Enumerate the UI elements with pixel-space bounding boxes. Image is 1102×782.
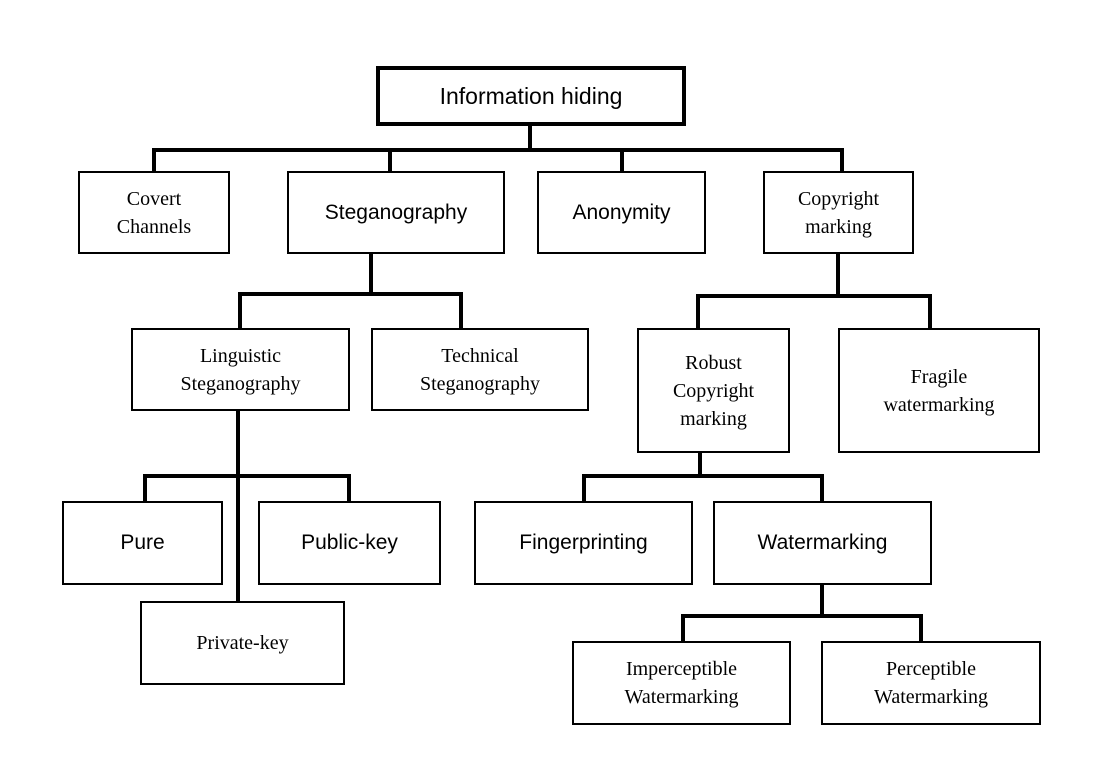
connector-steganography (238, 251, 463, 332)
connector-root (152, 124, 844, 174)
node-imperceptible-watermarking: Imperceptible Watermarking (572, 641, 791, 725)
node-anonymity: Anonymity (537, 171, 706, 254)
node-robust-copyright-marking: Robust Copyright marking (637, 328, 790, 453)
node-copyright-marking: Copyright marking (763, 171, 914, 254)
node-technical-steganography: Technical Steganography (371, 328, 589, 411)
node-information-hiding: Information hiding (376, 66, 686, 126)
node-covert-channels: Covert Channels (78, 171, 230, 254)
node-fragile-watermarking: Fragile watermarking (838, 328, 1040, 453)
node-fingerprinting: Fingerprinting (474, 501, 693, 585)
node-linguistic-steganography: Linguistic Steganography (131, 328, 350, 411)
node-steganography: Steganography (287, 171, 505, 254)
connector-linguistic (143, 408, 351, 605)
connector-copyright-marking (696, 251, 932, 332)
node-public-key: Public-key (258, 501, 441, 585)
node-perceptible-watermarking: Perceptible Watermarking (821, 641, 1041, 725)
node-pure: Pure (62, 501, 223, 585)
connector-watermarking (681, 580, 923, 645)
connector-robust (582, 450, 824, 505)
node-watermarking: Watermarking (713, 501, 932, 585)
node-private-key: Private-key (140, 601, 345, 685)
